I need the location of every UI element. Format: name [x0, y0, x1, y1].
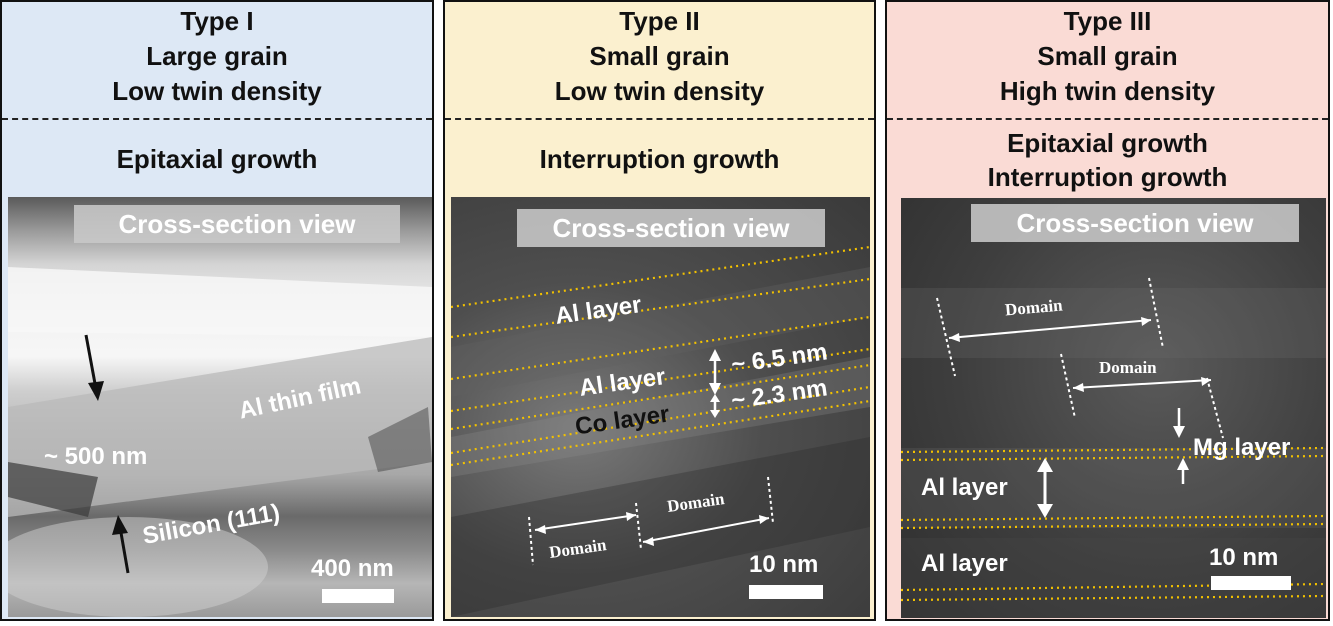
panel-1-micrograph: Cross-section view ~ 500 nm Al thin film…: [8, 197, 432, 617]
panel-3-micrograph: Cross-section view Domain Domain Mg laye…: [901, 198, 1326, 618]
panel-3-growth: Epitaxial growth Interruption growth: [887, 126, 1328, 194]
panel-3-domain-mid: Domain: [1099, 358, 1157, 377]
panel-3-scale-label: 10 nm: [1209, 544, 1279, 571]
panel-2-domain-markers: [528, 476, 774, 566]
panel-1-title: Type I Large grain Low twin density: [2, 4, 432, 109]
panel-1-title-line-1: Type I: [180, 6, 254, 36]
panel-3-al-thickness-arrow: [1037, 458, 1053, 518]
panel-1-growth-line-1: Epitaxial growth: [116, 144, 318, 174]
panel-1-overlay: [8, 267, 432, 617]
panel-3-divider: [887, 118, 1328, 120]
panel-2-scale-label: 10 nm: [749, 551, 819, 578]
panel-3-scale-bar: [1211, 576, 1291, 590]
panel-1-arrow-bottom: [112, 515, 130, 574]
panel-2-overlay: [451, 245, 870, 617]
panel-2-scale-bar: [749, 585, 823, 599]
panel-2-divider: [445, 118, 874, 120]
panel-3-domain-arrowheads: [949, 317, 1211, 392]
panel-1-scale-label: 400 nm: [311, 555, 394, 582]
panel-3-label-al-upper: Al layer: [921, 474, 1008, 501]
panel-1-label-thickness: ~ 500 nm: [44, 443, 148, 470]
panel-2-micrograph: Cross-section view Al layer Al layer Co …: [451, 197, 870, 617]
panel-3-label-mg: Mg layer: [1193, 434, 1291, 461]
panel-2-layer-lines: [451, 245, 870, 467]
panel-3-growth-line-1: Epitaxial growth: [1007, 128, 1208, 158]
panel-3-title-line-1: Type III: [1063, 6, 1152, 36]
panel-2-title: Type II Small grain Low twin density: [445, 4, 874, 109]
panel-2-growth: Interruption growth: [445, 142, 874, 176]
panel-3-view-label: Cross-section view: [971, 204, 1299, 242]
panel-type-1: Type I Large grain Low twin density Epit…: [0, 0, 434, 621]
panel-3-title-line-3: High twin density: [999, 76, 1216, 106]
panel-2-thickness-arrows: [709, 349, 721, 418]
panel-1-divider: [2, 118, 432, 120]
panel-2-title-line-3: Low twin density: [554, 76, 765, 106]
panel-2-title-line-1: Type II: [619, 6, 700, 36]
panel-2-view-label: Cross-section view: [517, 209, 825, 247]
panel-1-growth: Epitaxial growth: [2, 142, 432, 176]
panel-3-domain-markers: [936, 277, 1224, 439]
panel-1-arrow-top: [84, 334, 104, 401]
panel-type-2: Type II Small grain Low twin density Int…: [443, 0, 876, 621]
panel-2-title-line-2: Small grain: [589, 41, 730, 71]
panel-3-title: Type III Small grain High twin density: [887, 4, 1328, 109]
panel-1-title-line-3: Low twin density: [112, 76, 322, 106]
panel-type-3: Type III Small grain High twin density E…: [885, 0, 1330, 621]
panel-3-label-al-lower: Al layer: [921, 550, 1008, 577]
panel-3-mg-arrows: [1173, 408, 1189, 484]
panel-1-view-label: Cross-section view: [74, 205, 400, 243]
panel-2-domain-arrowheads: [535, 512, 769, 546]
panel-2-growth-line-1: Interruption growth: [539, 144, 780, 174]
panel-3-growth-line-2: Interruption growth: [987, 162, 1228, 192]
panel-1-title-line-2: Large grain: [146, 41, 288, 71]
panel-1-scale-bar: [322, 589, 394, 603]
panel-3-title-line-2: Small grain: [1037, 41, 1178, 71]
panel-3-domain-arrows: [948, 319, 1212, 389]
